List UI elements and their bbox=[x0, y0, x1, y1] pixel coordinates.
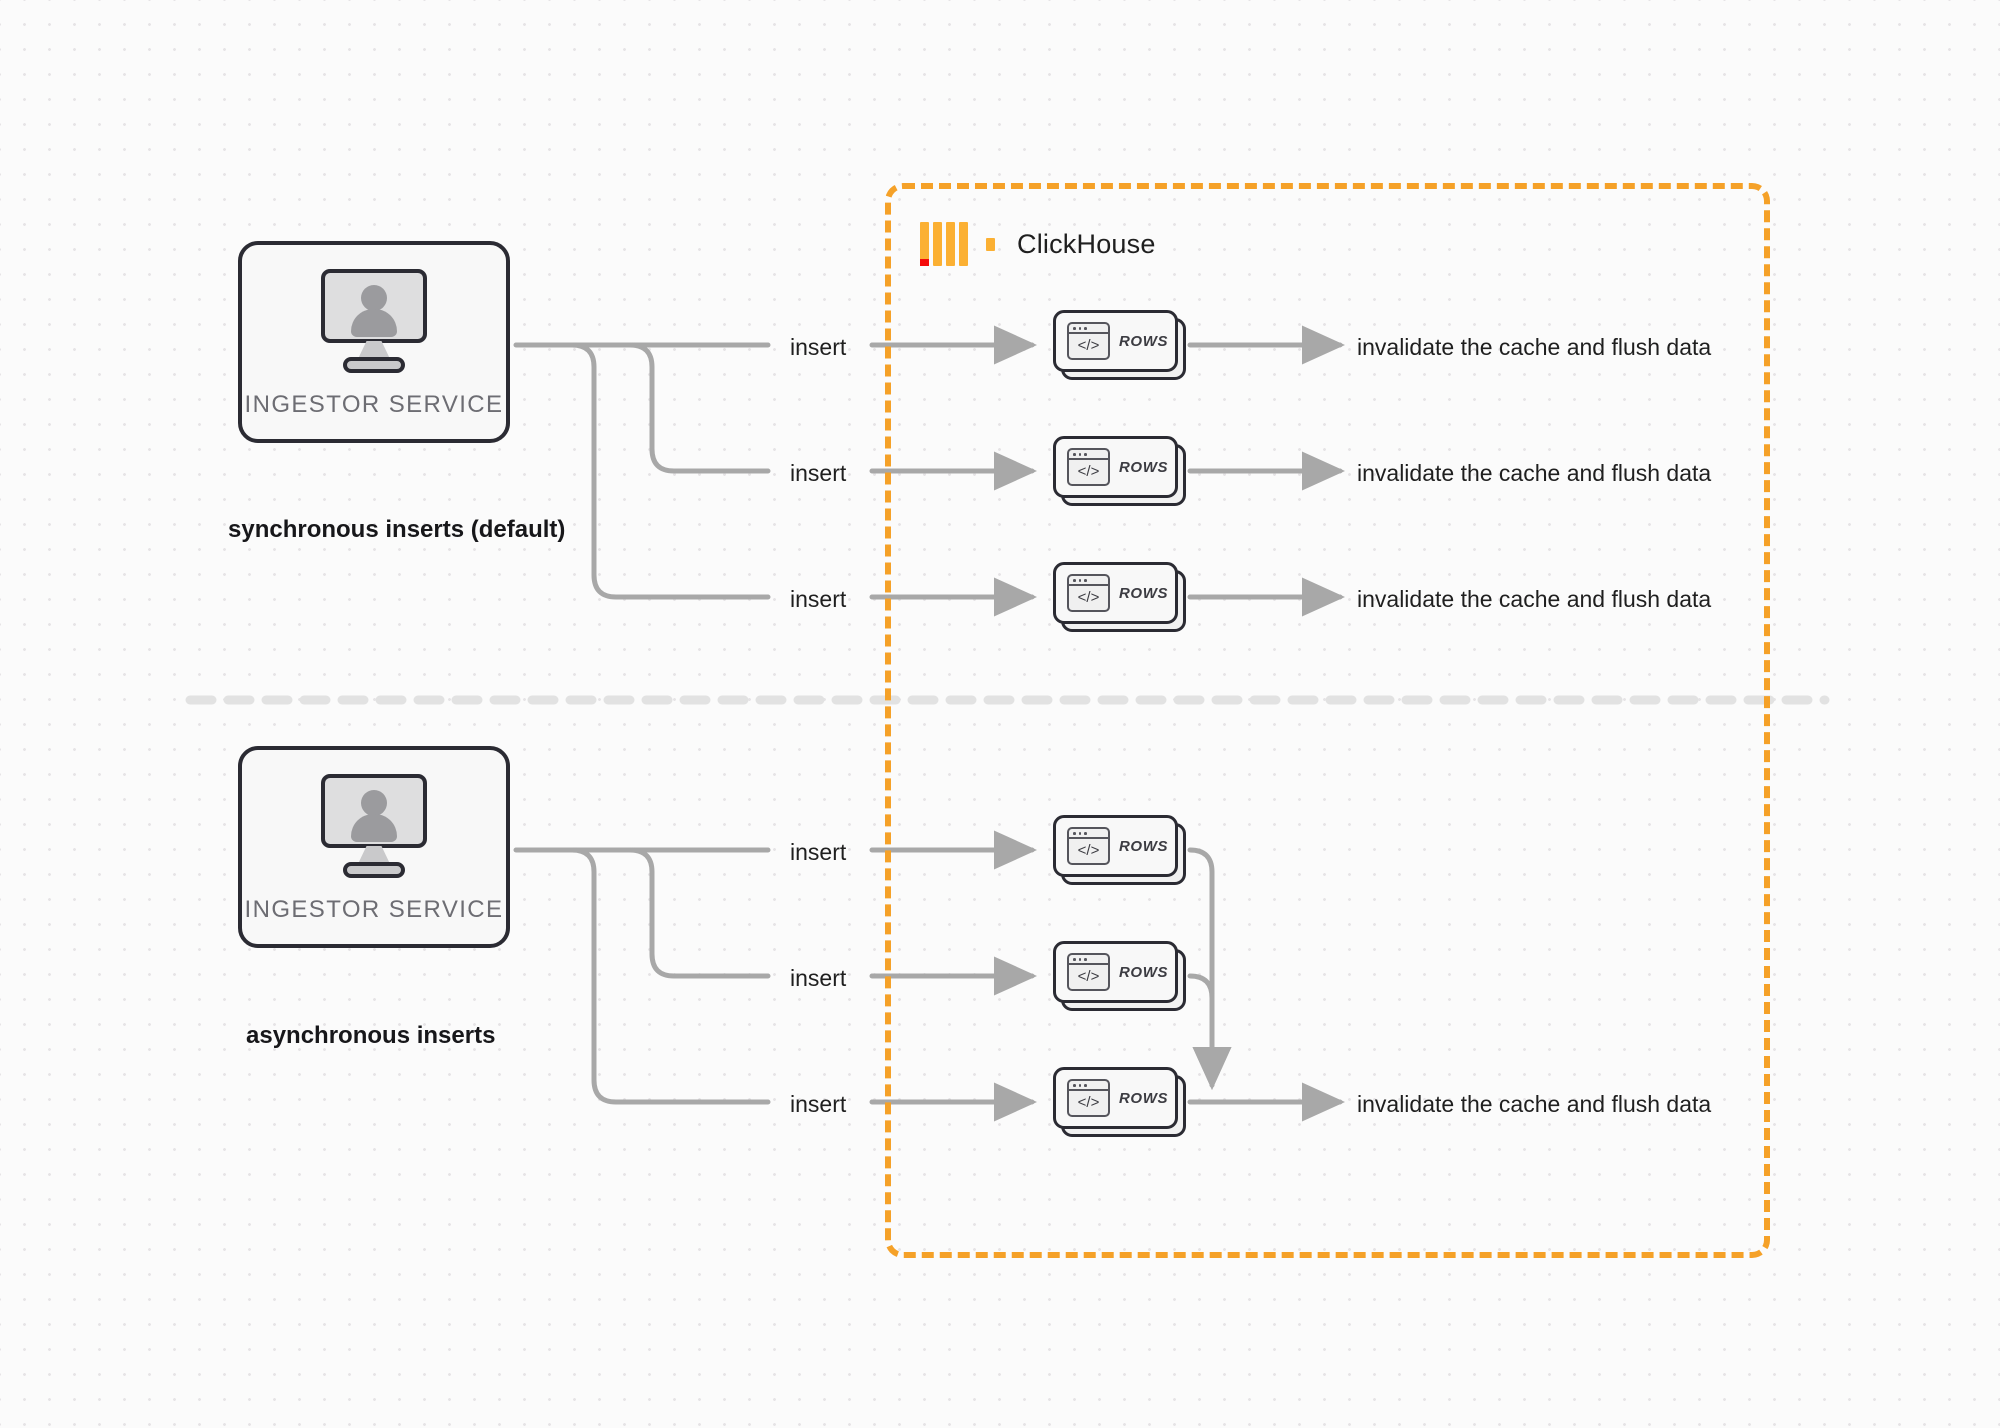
rows-label: ROWS bbox=[1119, 584, 1169, 602]
result-label-sync-1: invalidate the cache and flush data bbox=[1357, 334, 1712, 360]
async-merge-line-1 bbox=[1187, 847, 1232, 1091]
insert-label-async-3: insert bbox=[790, 1091, 847, 1117]
caption-asynchronous: asynchronous inserts bbox=[246, 1022, 496, 1049]
async-merge-line-2 bbox=[1187, 973, 1232, 1091]
result-label-async-merged: invalidate the cache and flush data bbox=[1357, 1091, 1712, 1117]
clickhouse-logo-square-icon bbox=[986, 237, 995, 251]
code-window-icon: </> bbox=[1067, 953, 1110, 991]
result-label-sync-2: invalidate the cache and flush data bbox=[1357, 460, 1712, 486]
insert-label-sync-3: insert bbox=[790, 586, 847, 612]
rows-card-front: </> ROWS bbox=[1053, 310, 1178, 372]
insert-label-async-1: insert bbox=[790, 839, 847, 865]
sync-branch-2 bbox=[627, 342, 771, 474]
code-window-icon: </> bbox=[1067, 827, 1110, 865]
rows-label: ROWS bbox=[1119, 837, 1169, 855]
code-window-icon: </> bbox=[1067, 1079, 1110, 1117]
ingestor-service-asynchronous[interactable]: INGESTOR SERVICE bbox=[238, 746, 510, 948]
async-branch-3 bbox=[569, 847, 771, 1105]
ingestor-service-label: INGESTOR SERVICE bbox=[244, 896, 504, 923]
rows-card-front: </> ROWS bbox=[1053, 562, 1178, 624]
rows-card-front: </> ROWS bbox=[1053, 436, 1178, 498]
user-monitor-icon bbox=[318, 774, 430, 878]
code-window-icon: </> bbox=[1067, 322, 1110, 360]
result-label-sync-3: invalidate the cache and flush data bbox=[1357, 586, 1712, 612]
rows-label: ROWS bbox=[1119, 963, 1169, 981]
code-window-icon: </> bbox=[1067, 448, 1110, 486]
rows-card-front: </> ROWS bbox=[1053, 815, 1178, 877]
clickhouse-label: ClickHouse bbox=[1017, 228, 1156, 259]
rows-label: ROWS bbox=[1119, 458, 1169, 476]
rows-card-async-3[interactable]: </> ROWS bbox=[1053, 1067, 1186, 1137]
user-monitor-icon bbox=[318, 269, 430, 373]
caption-synchronous: synchronous inserts (default) bbox=[228, 516, 566, 543]
rows-card-sync-3[interactable]: </> ROWS bbox=[1053, 562, 1186, 632]
clickhouse-logo-icon bbox=[920, 222, 968, 266]
async-branch-2 bbox=[627, 847, 771, 979]
clickhouse-boundary bbox=[885, 183, 1770, 1258]
insert-label-sync-2: insert bbox=[790, 460, 847, 486]
rows-label: ROWS bbox=[1119, 332, 1169, 350]
ingestor-service-synchronous[interactable]: INGESTOR SERVICE bbox=[238, 241, 510, 443]
rows-card-sync-2[interactable]: </> ROWS bbox=[1053, 436, 1186, 506]
rows-card-async-1[interactable]: </> ROWS bbox=[1053, 815, 1186, 885]
rows-card-front: </> ROWS bbox=[1053, 941, 1178, 1003]
clickhouse-logo-group: ClickHouse bbox=[920, 222, 1156, 266]
rows-label: ROWS bbox=[1119, 1089, 1169, 1107]
rows-card-async-2[interactable]: </> ROWS bbox=[1053, 941, 1186, 1011]
insert-label-async-2: insert bbox=[790, 965, 847, 991]
ingestor-service-label: INGESTOR SERVICE bbox=[244, 391, 504, 418]
rows-card-sync-1[interactable]: </> ROWS bbox=[1053, 310, 1186, 380]
sync-branch-3 bbox=[569, 342, 771, 600]
rows-card-front: </> ROWS bbox=[1053, 1067, 1178, 1129]
code-window-icon: </> bbox=[1067, 574, 1110, 612]
insert-label-sync-1: insert bbox=[790, 334, 847, 360]
